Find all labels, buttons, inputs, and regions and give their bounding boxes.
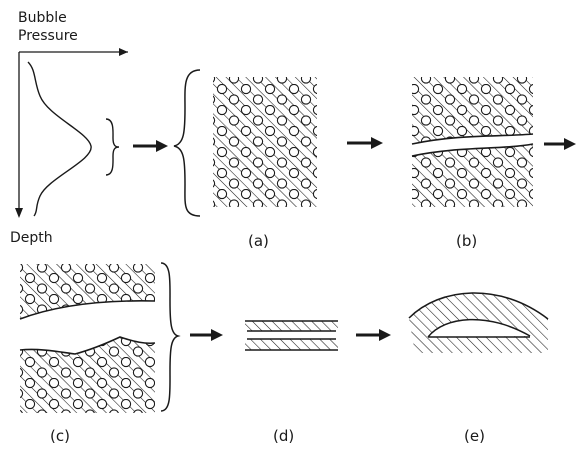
panel-e-blister-void <box>409 293 548 353</box>
arrow-graph-to-a <box>133 140 168 152</box>
panel-e-label: (e) <box>464 427 485 444</box>
panel-c-separated-layers <box>20 264 155 413</box>
arrow-b-to-c <box>544 138 576 150</box>
panel-b-crack-forming <box>412 77 533 207</box>
panel-b-label: (b) <box>456 232 477 250</box>
arrow-d-to-e <box>356 329 391 341</box>
panel-c-brace <box>161 263 178 411</box>
pressure-profile-curve <box>28 62 91 216</box>
expansion-brace <box>174 70 200 216</box>
peak-zone-brace <box>106 119 119 175</box>
panel-c-label: (c) <box>50 427 70 444</box>
panel-a-label: (a) <box>248 232 269 250</box>
x-axis-label-line2: Pressure <box>18 28 78 44</box>
y-axis-label: Depth <box>10 230 53 246</box>
panel-a-bubbly-ice <box>213 77 317 207</box>
arrow-a-to-b <box>347 137 383 149</box>
panel-d-label: (d) <box>273 427 294 444</box>
x-axis-arrowhead <box>119 48 128 56</box>
x-axis-label-line1: Bubble <box>18 10 67 26</box>
arrow-c-to-d <box>190 329 223 341</box>
pressure-depth-graph: Bubble Pressure Depth <box>10 10 128 246</box>
y-axis-arrowhead <box>15 208 23 218</box>
panel-d-thin-lens <box>245 321 338 350</box>
